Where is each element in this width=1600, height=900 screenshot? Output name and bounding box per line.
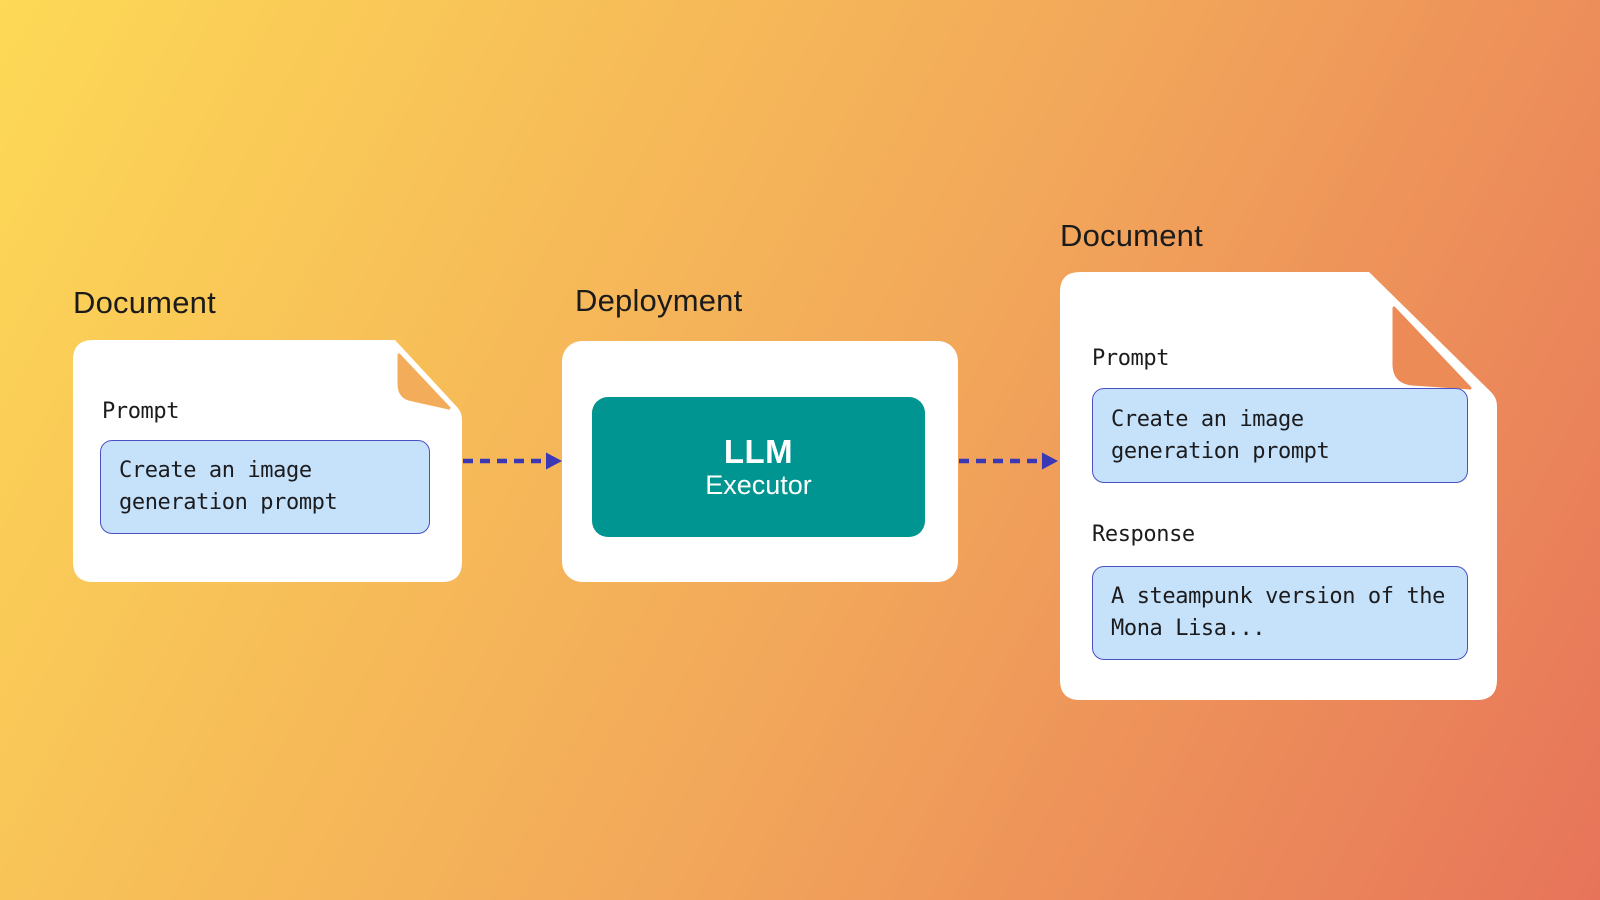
prompt-text-line: generation prompt — [119, 490, 338, 515]
left-prompt-value-box: Create an image generation prompt — [100, 440, 430, 534]
prompt-text-line: Create an image — [1111, 406, 1304, 432]
arrow-head-icon — [1042, 452, 1058, 470]
right-prompt-label: Prompt — [1092, 346, 1170, 371]
right-response-label: Response — [1092, 522, 1195, 547]
prompt-text-line: generation prompt — [1111, 438, 1330, 464]
arrow-head-icon — [546, 452, 562, 470]
prompt-text-line: Create an image — [119, 458, 312, 483]
folded-corner-icon — [397, 353, 451, 410]
executor-role: Executor — [705, 470, 812, 500]
response-text-line: Mona Lisa... — [1111, 616, 1266, 641]
left-document-title: Document — [73, 285, 216, 320]
left-prompt-label: Prompt — [102, 399, 180, 424]
response-text-line: A steampunk version of the — [1111, 584, 1445, 609]
right-prompt-value-box: Create an image generation prompt — [1092, 388, 1468, 483]
llm-executor-node: LLM Executor — [592, 397, 925, 537]
folded-corner-icon — [1392, 306, 1472, 390]
right-document-title: Document — [1060, 218, 1203, 253]
deployment-title: Deployment — [575, 283, 743, 318]
right-response-value-box: A steampunk version of the Mona Lisa... — [1092, 566, 1468, 660]
executor-name: LLM — [723, 433, 794, 470]
